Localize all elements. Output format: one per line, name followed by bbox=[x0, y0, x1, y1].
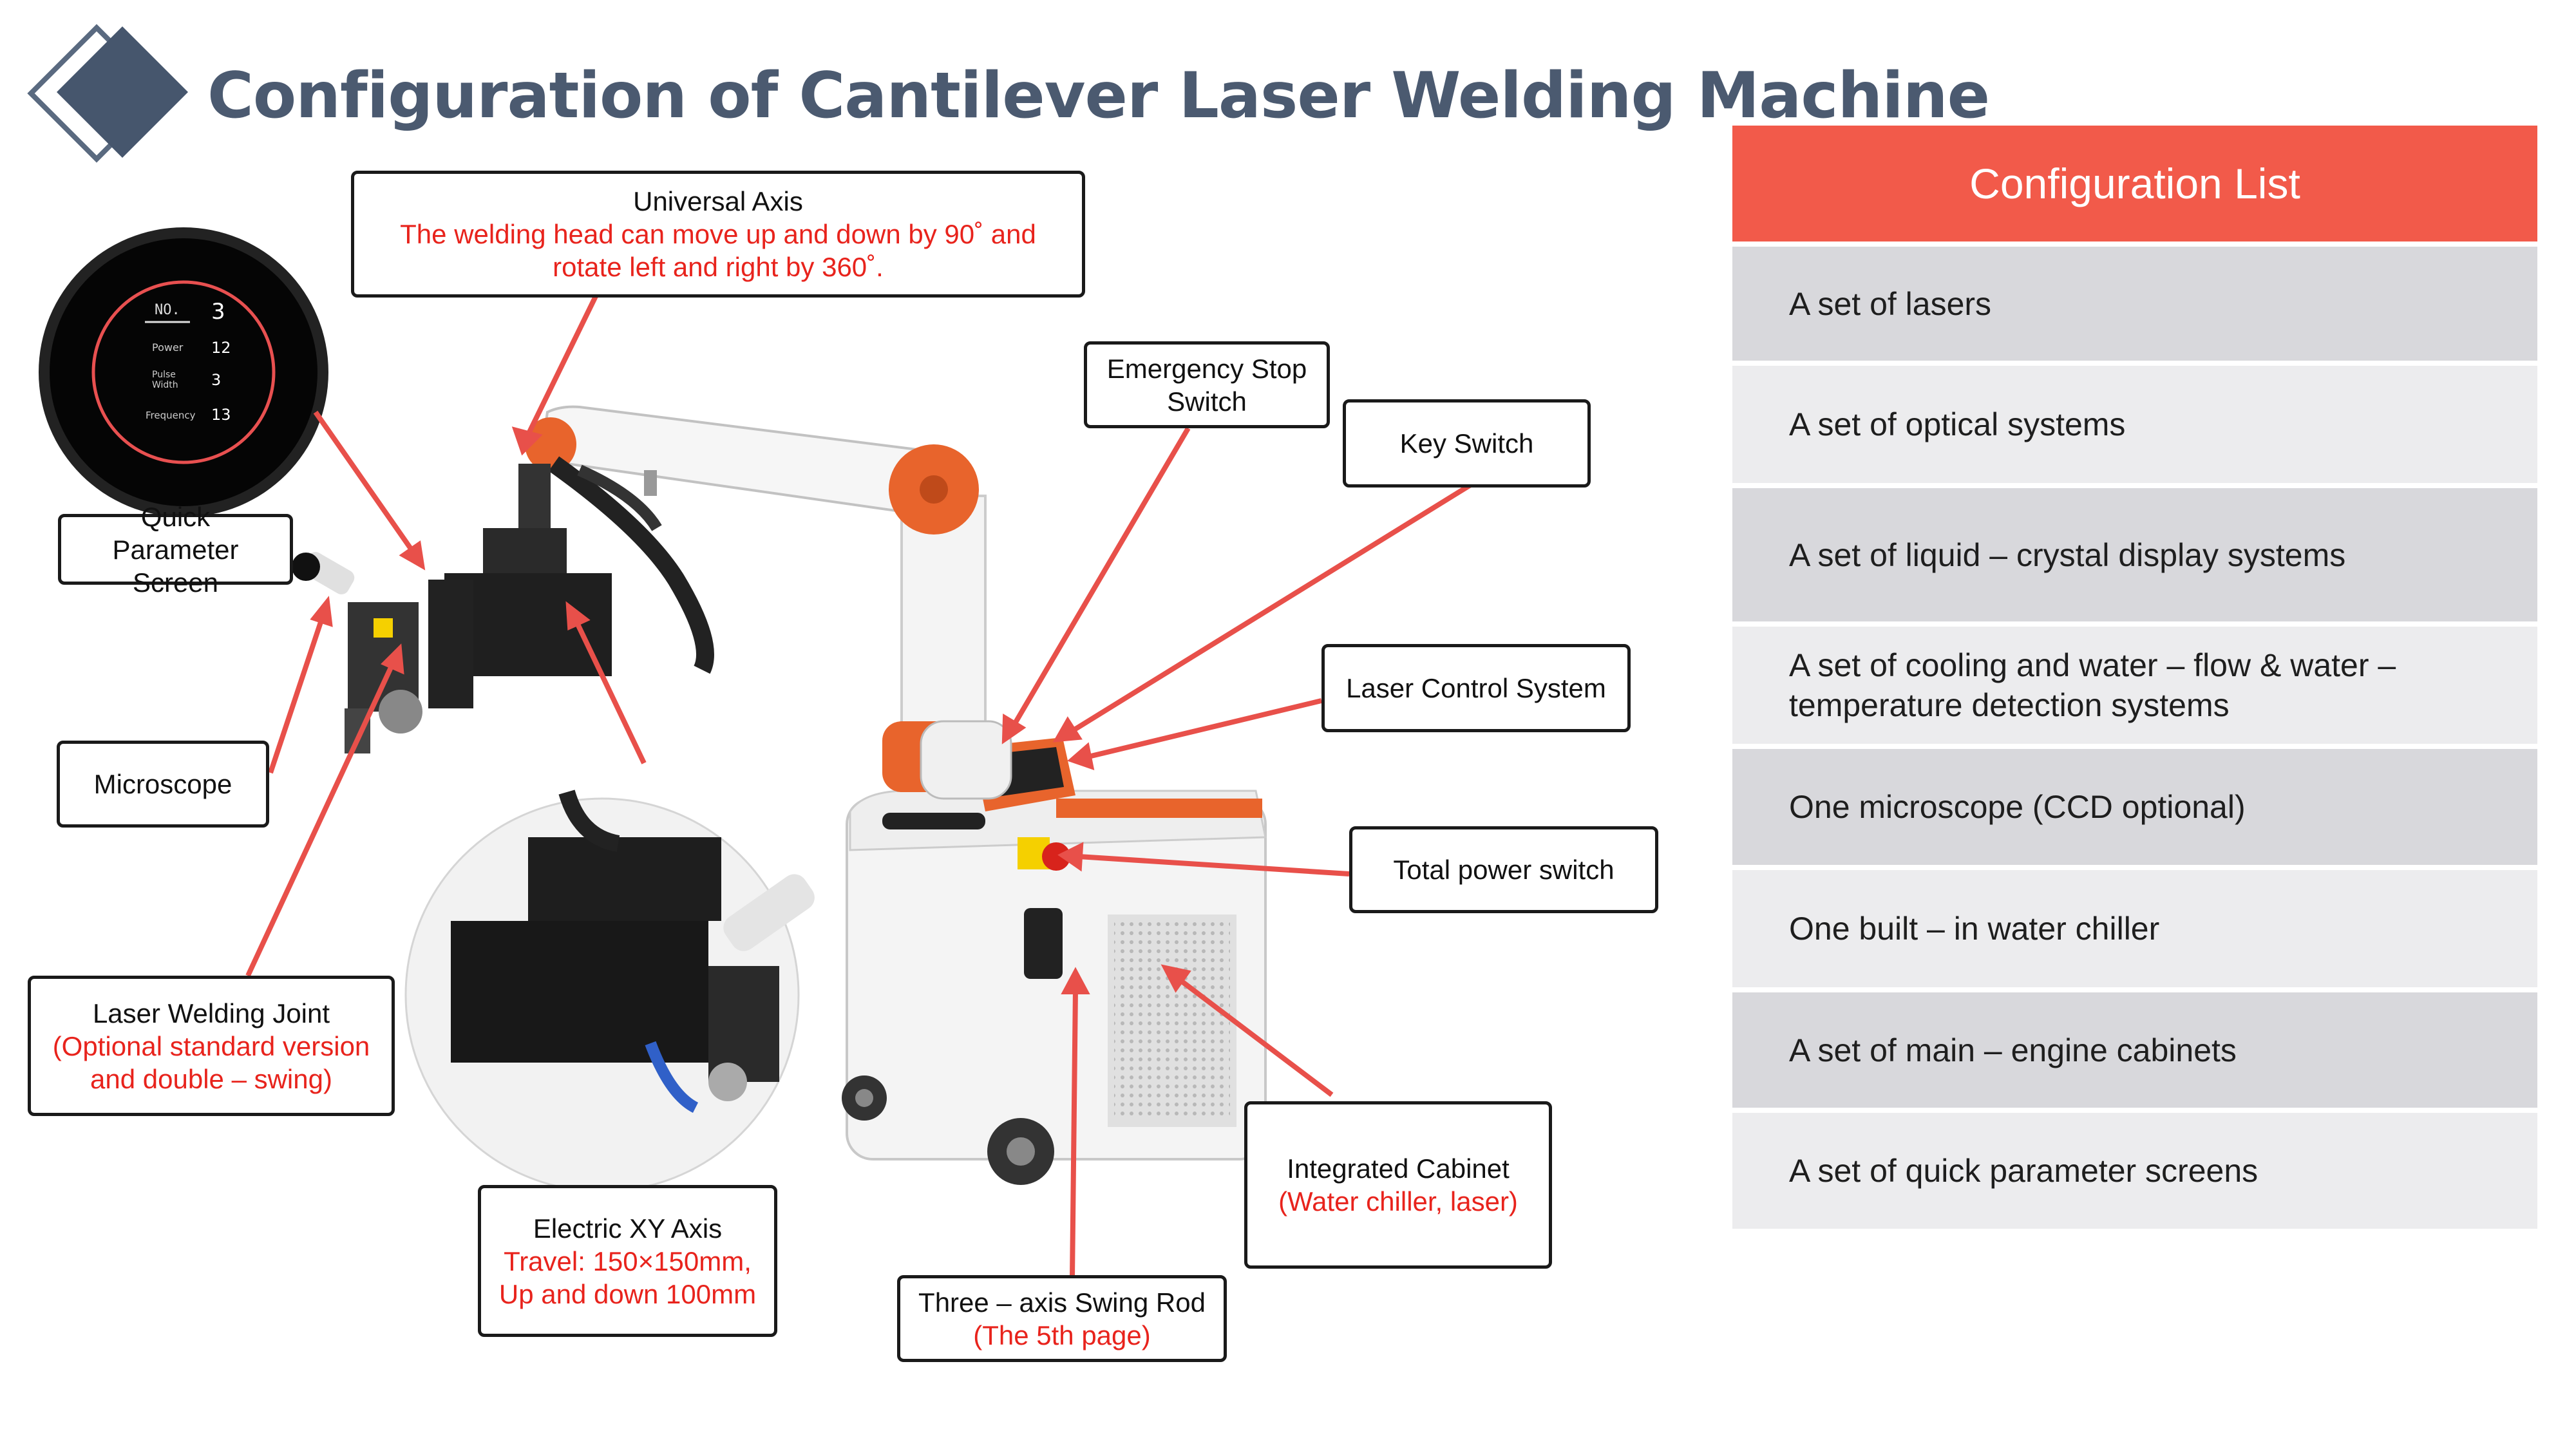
quick-parameter-screen-image bbox=[39, 227, 328, 517]
screen-no-label: NO. bbox=[155, 302, 180, 318]
screen-frequency-value: 13 bbox=[211, 406, 231, 424]
page-title: Configuration of Cantilever Laser Weldin… bbox=[207, 59, 1990, 133]
config-item-label: A set of liquid – crystal display system… bbox=[1789, 536, 2346, 573]
callout-arrows bbox=[245, 295, 1473, 1279]
callout-total-power-switch: Total power switch bbox=[1349, 826, 1658, 913]
callout-laser-control-system: Laser Control System bbox=[1321, 644, 1631, 732]
callout-swing-rod: Three – axis Swing Rod (The 5th page) bbox=[897, 1275, 1227, 1362]
callout-microscope: Microscope bbox=[57, 741, 269, 828]
config-item-label: A set of cooling and water – flow & wate… bbox=[1789, 647, 2396, 723]
key-switch-title: Key Switch bbox=[1399, 428, 1534, 459]
config-item: A set of quick parameter screens bbox=[1732, 1108, 2537, 1229]
electric-xy-title: Electric XY Axis bbox=[533, 1213, 723, 1244]
config-item-label: A set of main – engine cabinets bbox=[1789, 1032, 2237, 1068]
config-item: A set of main – engine cabinets bbox=[1732, 987, 2537, 1108]
laser-control-title: Laser Control System bbox=[1346, 673, 1606, 703]
integrated-cabinet-image bbox=[842, 790, 1267, 1185]
total-power-title: Total power switch bbox=[1393, 855, 1615, 885]
logo-diamond-icon bbox=[27, 24, 188, 163]
integrated-cabinet-title: Integrated Cabinet bbox=[1287, 1153, 1510, 1184]
config-item: A set of lasers bbox=[1732, 242, 2537, 361]
emergency-stop-title: Emergency Stop Switch bbox=[1106, 353, 1307, 417]
config-item-label: One built – in water chiller bbox=[1789, 911, 2160, 947]
config-item: A set of liquid – crystal display system… bbox=[1732, 483, 2537, 621]
screen-pulse-value: 3 bbox=[211, 371, 221, 389]
callout-electric-xy-axis: Electric XY Axis Travel: 150×150mm, Up a… bbox=[478, 1185, 777, 1337]
config-item-label: A set of lasers bbox=[1789, 285, 1992, 322]
screen-power-value: 12 bbox=[211, 339, 231, 357]
swing-rod-title: Three – axis Swing Rod bbox=[918, 1287, 1206, 1318]
configuration-list-panel: Configuration List A set of lasers A set… bbox=[1732, 126, 2537, 1229]
cantilever-arm-image bbox=[525, 405, 1012, 800]
laser-joint-desc: (Optional standard version and double – … bbox=[52, 1030, 370, 1094]
callout-quick-parameter-screen: Quick Parameter Screen bbox=[58, 502, 293, 598]
screen-frequency-label: Frequency bbox=[146, 410, 196, 421]
callout-laser-welding-joint: Laser Welding Joint (Optional standard v… bbox=[28, 976, 395, 1116]
config-item: A set of cooling and water – flow & wate… bbox=[1732, 621, 2537, 744]
callout-universal-axis: Universal Axis The welding head can move… bbox=[351, 171, 1085, 298]
config-item: One microscope (CCD optional) bbox=[1732, 744, 2537, 865]
screen-power-label: Power bbox=[152, 341, 184, 354]
universal-axis-desc: The welding head can move up and down by… bbox=[400, 219, 1036, 282]
config-item-label: A set of optical systems bbox=[1789, 406, 2126, 442]
laser-joint-title: Laser Welding Joint bbox=[92, 998, 330, 1028]
configuration-list-header: Configuration List bbox=[1732, 126, 2537, 242]
welding-head-image bbox=[292, 464, 612, 753]
config-item-label: One microscope (CCD optional) bbox=[1789, 789, 2246, 825]
callout-emergency-stop: Emergency Stop Switch bbox=[1084, 341, 1330, 428]
config-item-label: A set of quick parameter screens bbox=[1789, 1153, 2259, 1189]
screen-no-value: 3 bbox=[211, 299, 225, 325]
microscope-title: Microscope bbox=[93, 769, 232, 799]
callout-key-switch: Key Switch bbox=[1343, 399, 1591, 488]
screen-pulse-label-2: Width bbox=[152, 380, 178, 390]
electric-xy-desc: Travel: 150×150mm, Up and down 100mm bbox=[498, 1245, 757, 1309]
screen-pulse-label: Pulse bbox=[152, 370, 176, 380]
callout-integrated-cabinet: Integrated Cabinet (Water chiller, laser… bbox=[1244, 1101, 1552, 1269]
xy-axis-inset-image bbox=[404, 790, 815, 1193]
integrated-cabinet-desc: (Water chiller, laser) bbox=[1278, 1186, 1518, 1217]
universal-axis-title: Universal Axis bbox=[633, 186, 803, 216]
config-item: One built – in water chiller bbox=[1732, 865, 2537, 987]
swing-rod-desc: (The 5th page) bbox=[973, 1320, 1151, 1350]
config-item: A set of optical systems bbox=[1732, 361, 2537, 483]
quick-parameter-title: Quick Parameter Screen bbox=[112, 501, 239, 598]
